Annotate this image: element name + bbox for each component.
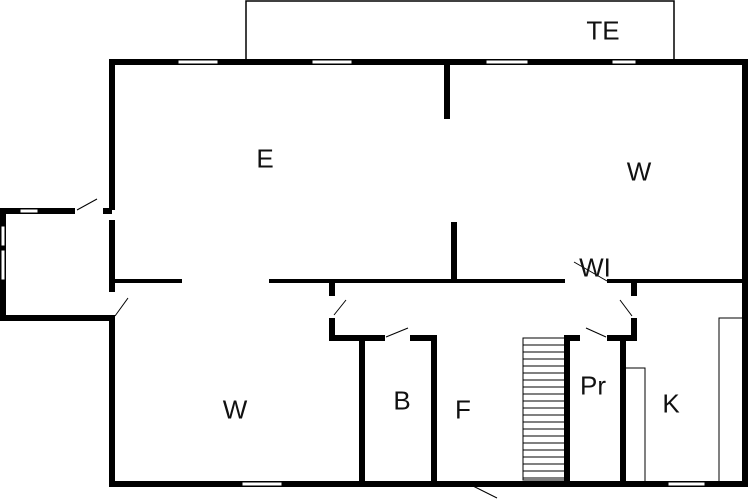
room-label-e: E xyxy=(256,143,274,174)
room-label-wi: WI xyxy=(579,252,611,283)
room-label-b: B xyxy=(393,385,411,416)
door-swings xyxy=(76,198,633,499)
room-label-w-lower: W xyxy=(222,394,248,425)
room-label-w-upper: W xyxy=(626,156,652,187)
walls xyxy=(0,59,748,487)
kitchen-counter xyxy=(718,317,744,485)
windows xyxy=(0,59,706,487)
room-label-f: F xyxy=(455,394,471,425)
room-label-k: K xyxy=(662,388,680,419)
room-label-terrace: TE xyxy=(586,15,620,46)
fridge xyxy=(624,367,646,485)
stairs xyxy=(522,337,566,481)
room-label-pr: Pr xyxy=(580,370,606,401)
